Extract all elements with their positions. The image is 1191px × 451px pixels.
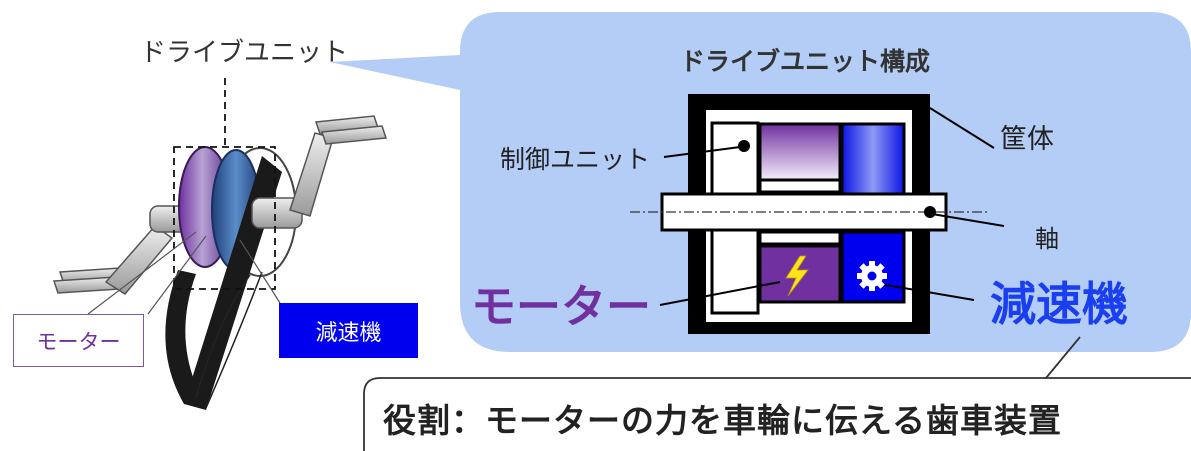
gear-icon (857, 261, 887, 291)
shaft-label: 軸 (1035, 225, 1059, 253)
structure-schematic (630, 94, 1005, 334)
drive-unit-label: ドライブユニット (140, 38, 349, 68)
control-unit-label: 制御ユニット (500, 145, 651, 174)
lightning-icon (785, 255, 809, 297)
motor-box-text: モーター (36, 329, 121, 354)
reducer-label-large: 減速機 (990, 277, 1128, 331)
role-caption: 役割：モーターの力を車輪に伝える歯車装置 (383, 401, 1063, 440)
motor-label-box: モーター (13, 314, 144, 367)
motor-label-large: モーター (471, 280, 652, 333)
drive-unit-illustration (52, 78, 388, 410)
reducer-box-text: 減速機 (315, 320, 382, 346)
housing-label: 筐体 (1000, 124, 1054, 155)
structure-title: ドライブユニット構成 (680, 47, 931, 76)
reducer-label-box: 減速機 (279, 303, 418, 358)
